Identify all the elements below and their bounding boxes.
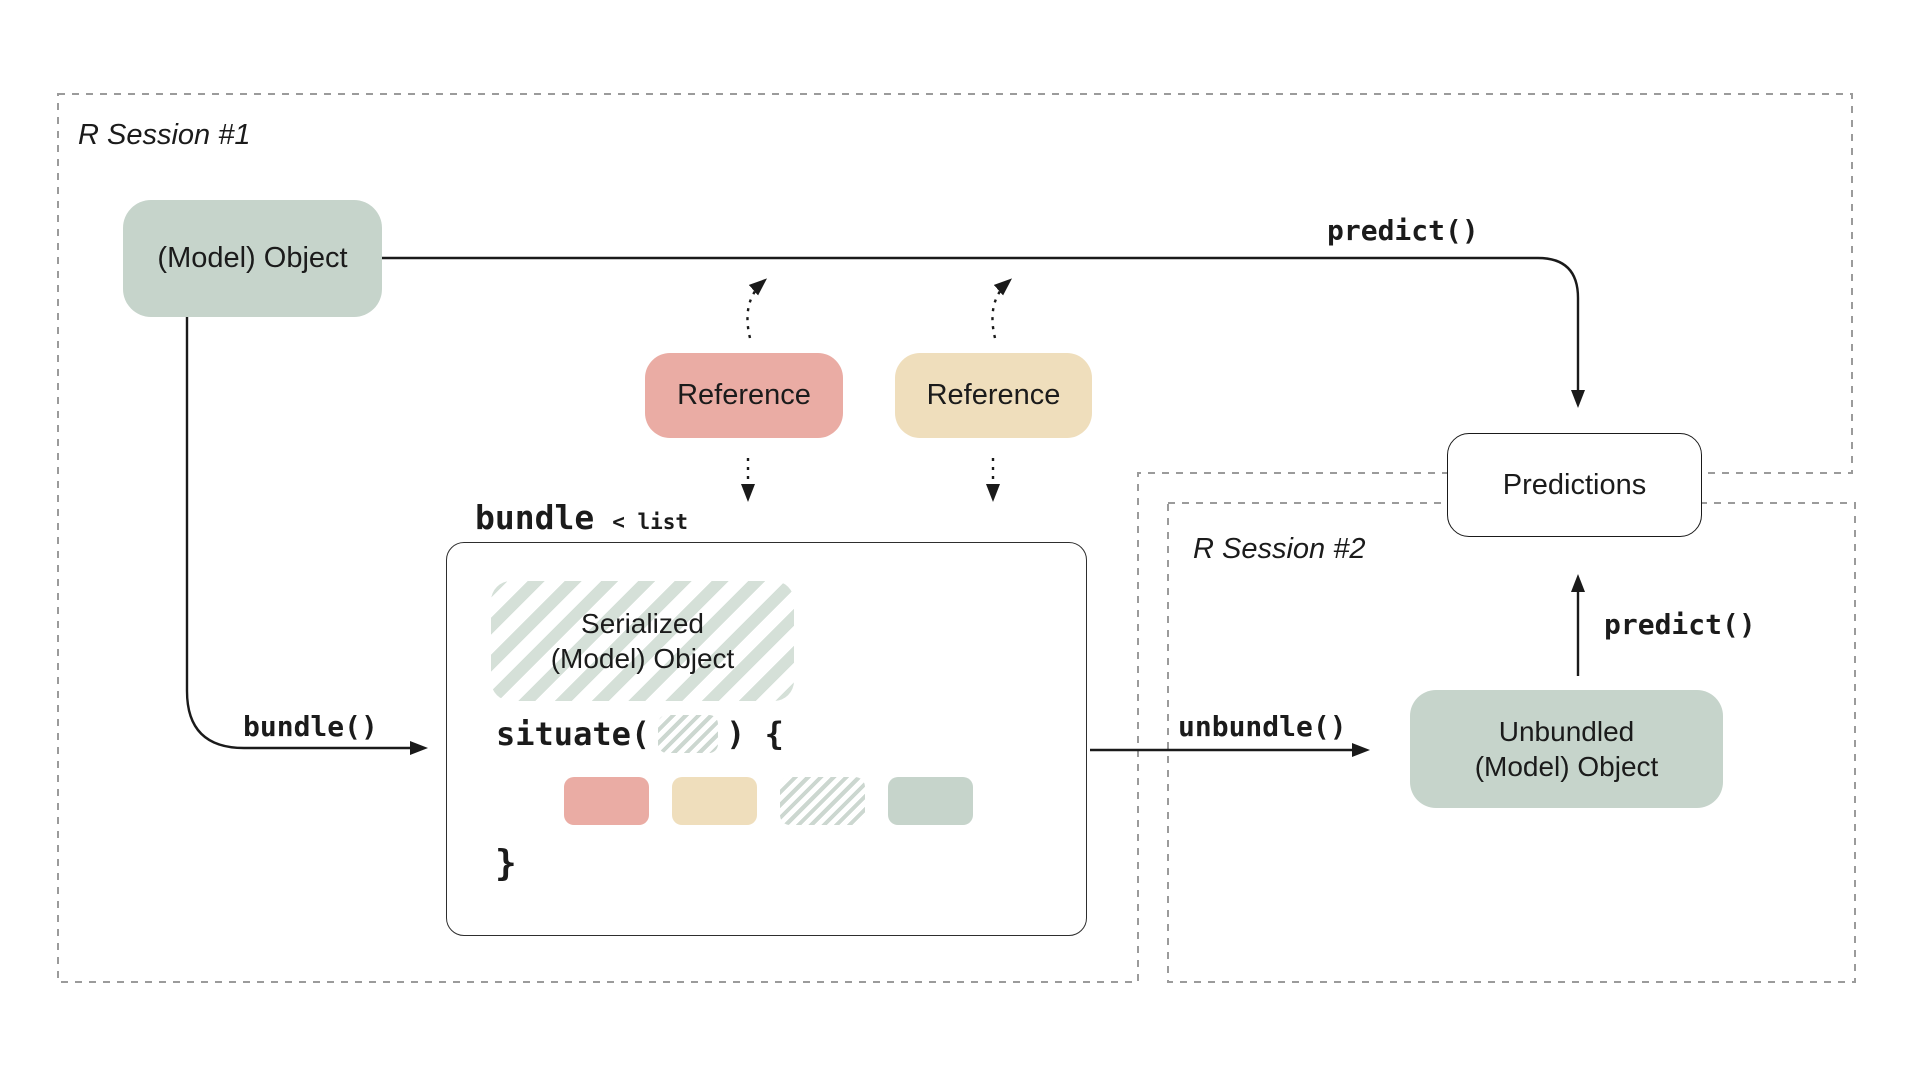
situate-closing-brace: } (495, 843, 517, 884)
unbundled-label-line2: (Model) Object (1474, 751, 1659, 782)
bundle-chip-tan (672, 777, 757, 825)
situate-code-row: situate( ) { (496, 715, 784, 753)
unbundle-label: unbundle() (1178, 710, 1347, 743)
reference-tan-node: Reference (895, 353, 1092, 438)
bundle-list-box: Serialized (Model) Object situate( ) { } (446, 542, 1087, 936)
reference-pink-node: Reference (645, 353, 843, 438)
bundle-label: bundle() (243, 710, 378, 743)
reference-pink-label: Reference (677, 379, 811, 412)
bundle-chip-pink (564, 777, 649, 825)
situate-argument-chip (658, 715, 719, 753)
predictions-node: Predictions (1447, 433, 1702, 537)
session1-label: R Session #1 (78, 119, 251, 151)
serialized-label: Serialized (Model) Object (551, 606, 735, 676)
predict-top-label: predict() (1327, 214, 1479, 247)
situate-prefix: situate( (496, 715, 651, 753)
bundle-title-annotation: < list (612, 510, 689, 534)
model-object-node: (Model) Object (123, 200, 382, 317)
unbundled-label: Unbundled (Model) Object (1475, 714, 1659, 784)
bundle-chip-striped (780, 777, 865, 825)
session2-label: R Session #2 (1193, 533, 1366, 565)
reference-pink-up-arrow (746, 278, 768, 339)
serialized-label-line2: (Model) Object (550, 643, 735, 674)
bundle-title-code: bundle (475, 498, 595, 537)
unbundled-model-object-node: Unbundled (Model) Object (1410, 690, 1723, 808)
predictions-label: Predictions (1502, 468, 1647, 501)
predict-top-arrow (382, 256, 1585, 408)
reference-tan-label: Reference (926, 379, 1061, 412)
predict-right-label: predict() (1604, 608, 1756, 641)
bundle-chip-sage (888, 777, 973, 825)
session1-dashed-border (57, 93, 1853, 983)
serialized-label-line1: Serialized (581, 608, 704, 639)
serialized-model-object-node: Serialized (Model) Object (491, 581, 794, 701)
situate-suffix: ) { (726, 715, 784, 753)
bundle-contents-row (564, 777, 973, 825)
session2-dashed-border (1167, 502, 1856, 983)
model-object-label: (Model) Object (157, 242, 348, 275)
unbundled-label-line1: Unbundled (1498, 716, 1635, 747)
reference-tan-up-arrow (991, 278, 1013, 339)
bundle-title: bundle < list (475, 498, 688, 537)
bundle-arrow (185, 317, 428, 755)
